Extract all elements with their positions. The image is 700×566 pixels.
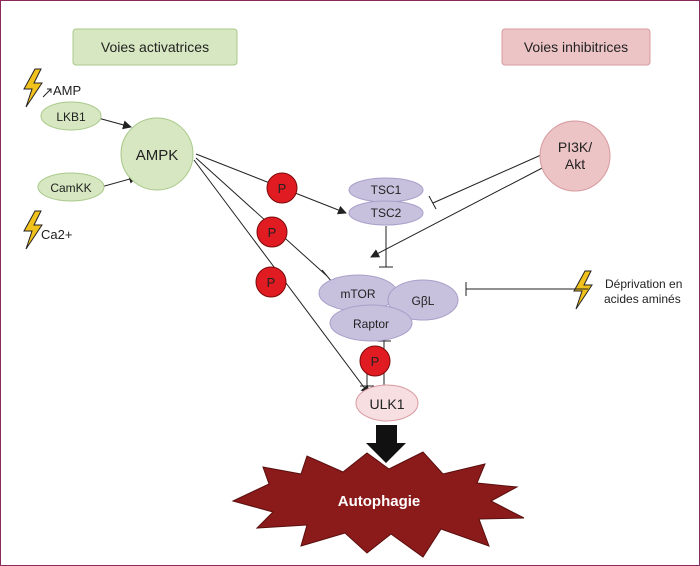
lkb1-node: LKB1	[40, 101, 102, 131]
camkk-node: CamKK	[37, 172, 105, 202]
down-arrow-icon	[366, 425, 406, 463]
ca-label: Ca2+	[41, 227, 72, 242]
camkk-label: CamKK	[50, 181, 91, 195]
pathway-edges	[97, 117, 588, 395]
tsc1-node: TSC1	[348, 177, 424, 203]
ampk-label: AMPK	[136, 147, 179, 164]
lkb1-label: LKB1	[56, 110, 86, 124]
autophagy-burst: Autophagie	[231, 451, 525, 558]
activating-pathways-box: Voies activatrices	[72, 28, 238, 66]
amp-label: AMP	[53, 83, 81, 98]
mtor-label: mTOR	[340, 287, 375, 301]
amp-increase-arrow	[42, 88, 52, 98]
gbl-label: GβL	[412, 294, 435, 308]
tsc1-label: TSC1	[371, 183, 402, 197]
deprivation-lightning-icon	[573, 270, 593, 310]
edge-ampk-mtor	[195, 157, 328, 277]
phospho-label: P	[268, 225, 277, 240]
edge-pi3k-mtor	[370, 165, 547, 258]
activating-pathways-label: Voies activatrices	[101, 39, 209, 55]
phospho-marker-complex: P	[359, 345, 391, 377]
phospho-marker-tsc2: P	[266, 172, 298, 204]
deprivation-label-line1: Déprivation en	[605, 277, 682, 291]
ulk1-node: ULK1	[355, 384, 419, 422]
gbl-node: GβL	[387, 279, 459, 321]
edge-lkb1-ampk	[97, 117, 132, 130]
autophagy-label: Autophagie	[338, 493, 421, 510]
ulk1-label: ULK1	[369, 396, 404, 412]
edge-pi3k-tsc1	[432, 154, 542, 204]
raptor-label: Raptor	[353, 317, 389, 331]
phospho-marker-mtor: P	[256, 216, 288, 248]
ca-lightning-icon	[23, 210, 43, 250]
raptor-node: Raptor	[329, 304, 413, 342]
pi3k-label-line1: PI3K/	[558, 139, 592, 155]
mtor-node: mTOR	[318, 274, 398, 312]
phospho-label: P	[371, 354, 380, 369]
inhibiting-pathways-box: Voies inhibitrices	[501, 28, 651, 66]
tsc2-label: TSC2	[371, 206, 402, 220]
pi3k-akt-node: PI3K/ Akt	[539, 120, 611, 192]
ampk-node: AMPK	[120, 117, 194, 191]
phospho-label: P	[267, 275, 276, 290]
deprivation-label-line2: acides aminés	[604, 292, 681, 306]
edge-pi3k-tsc1-bar	[428, 195, 437, 210]
phospho-marker-ulk1: P	[255, 266, 287, 298]
amp-lightning-icon	[23, 68, 43, 108]
inhibiting-pathways-label: Voies inhibitrices	[524, 39, 628, 55]
tsc2-node: TSC2	[348, 200, 424, 226]
phospho-label: P	[278, 181, 287, 196]
pi3k-label-line2: Akt	[565, 156, 585, 172]
